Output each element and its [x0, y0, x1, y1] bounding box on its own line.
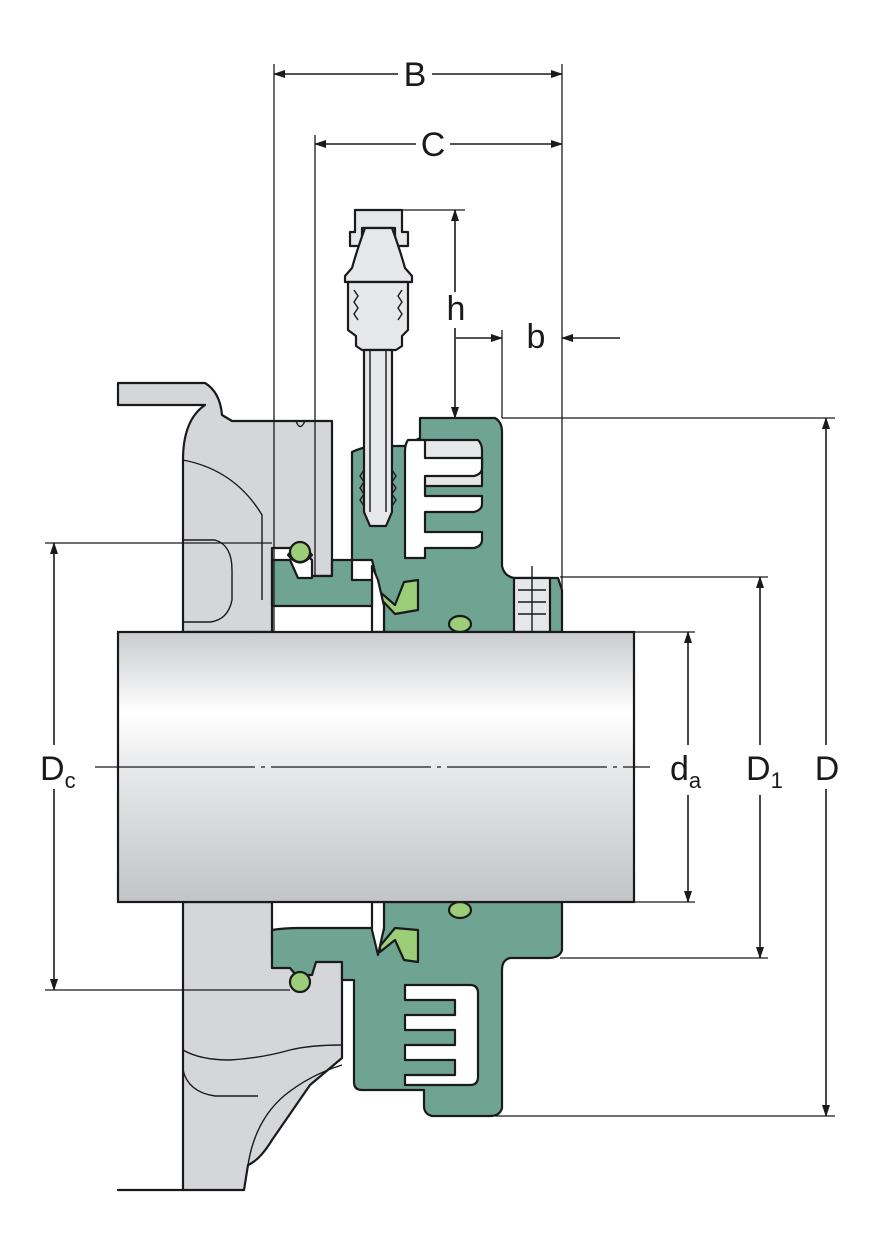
label-C: C: [421, 126, 446, 164]
seal-ring-bottom: [270, 900, 564, 1118]
label-da: da: [670, 750, 702, 793]
label-da-sub: a: [689, 768, 702, 793]
label-D1-sub: 1: [771, 768, 783, 793]
extension-lines: [45, 64, 835, 1117]
seal-ring-top: [270, 416, 564, 634]
label-b: b: [527, 318, 546, 356]
label-h: h: [447, 290, 466, 328]
label-Dc: Dc: [40, 750, 76, 793]
label-D1-main: D: [746, 750, 771, 788]
set-screw: [512, 566, 552, 644]
label-D: D: [815, 750, 840, 788]
label-da-main: d: [670, 750, 689, 788]
label-Dc-main: D: [40, 750, 65, 788]
grease-fitting: [343, 208, 414, 528]
label-D1: D1: [746, 750, 783, 793]
label-B: B: [404, 56, 427, 94]
label-Dc-sub: c: [65, 768, 76, 793]
